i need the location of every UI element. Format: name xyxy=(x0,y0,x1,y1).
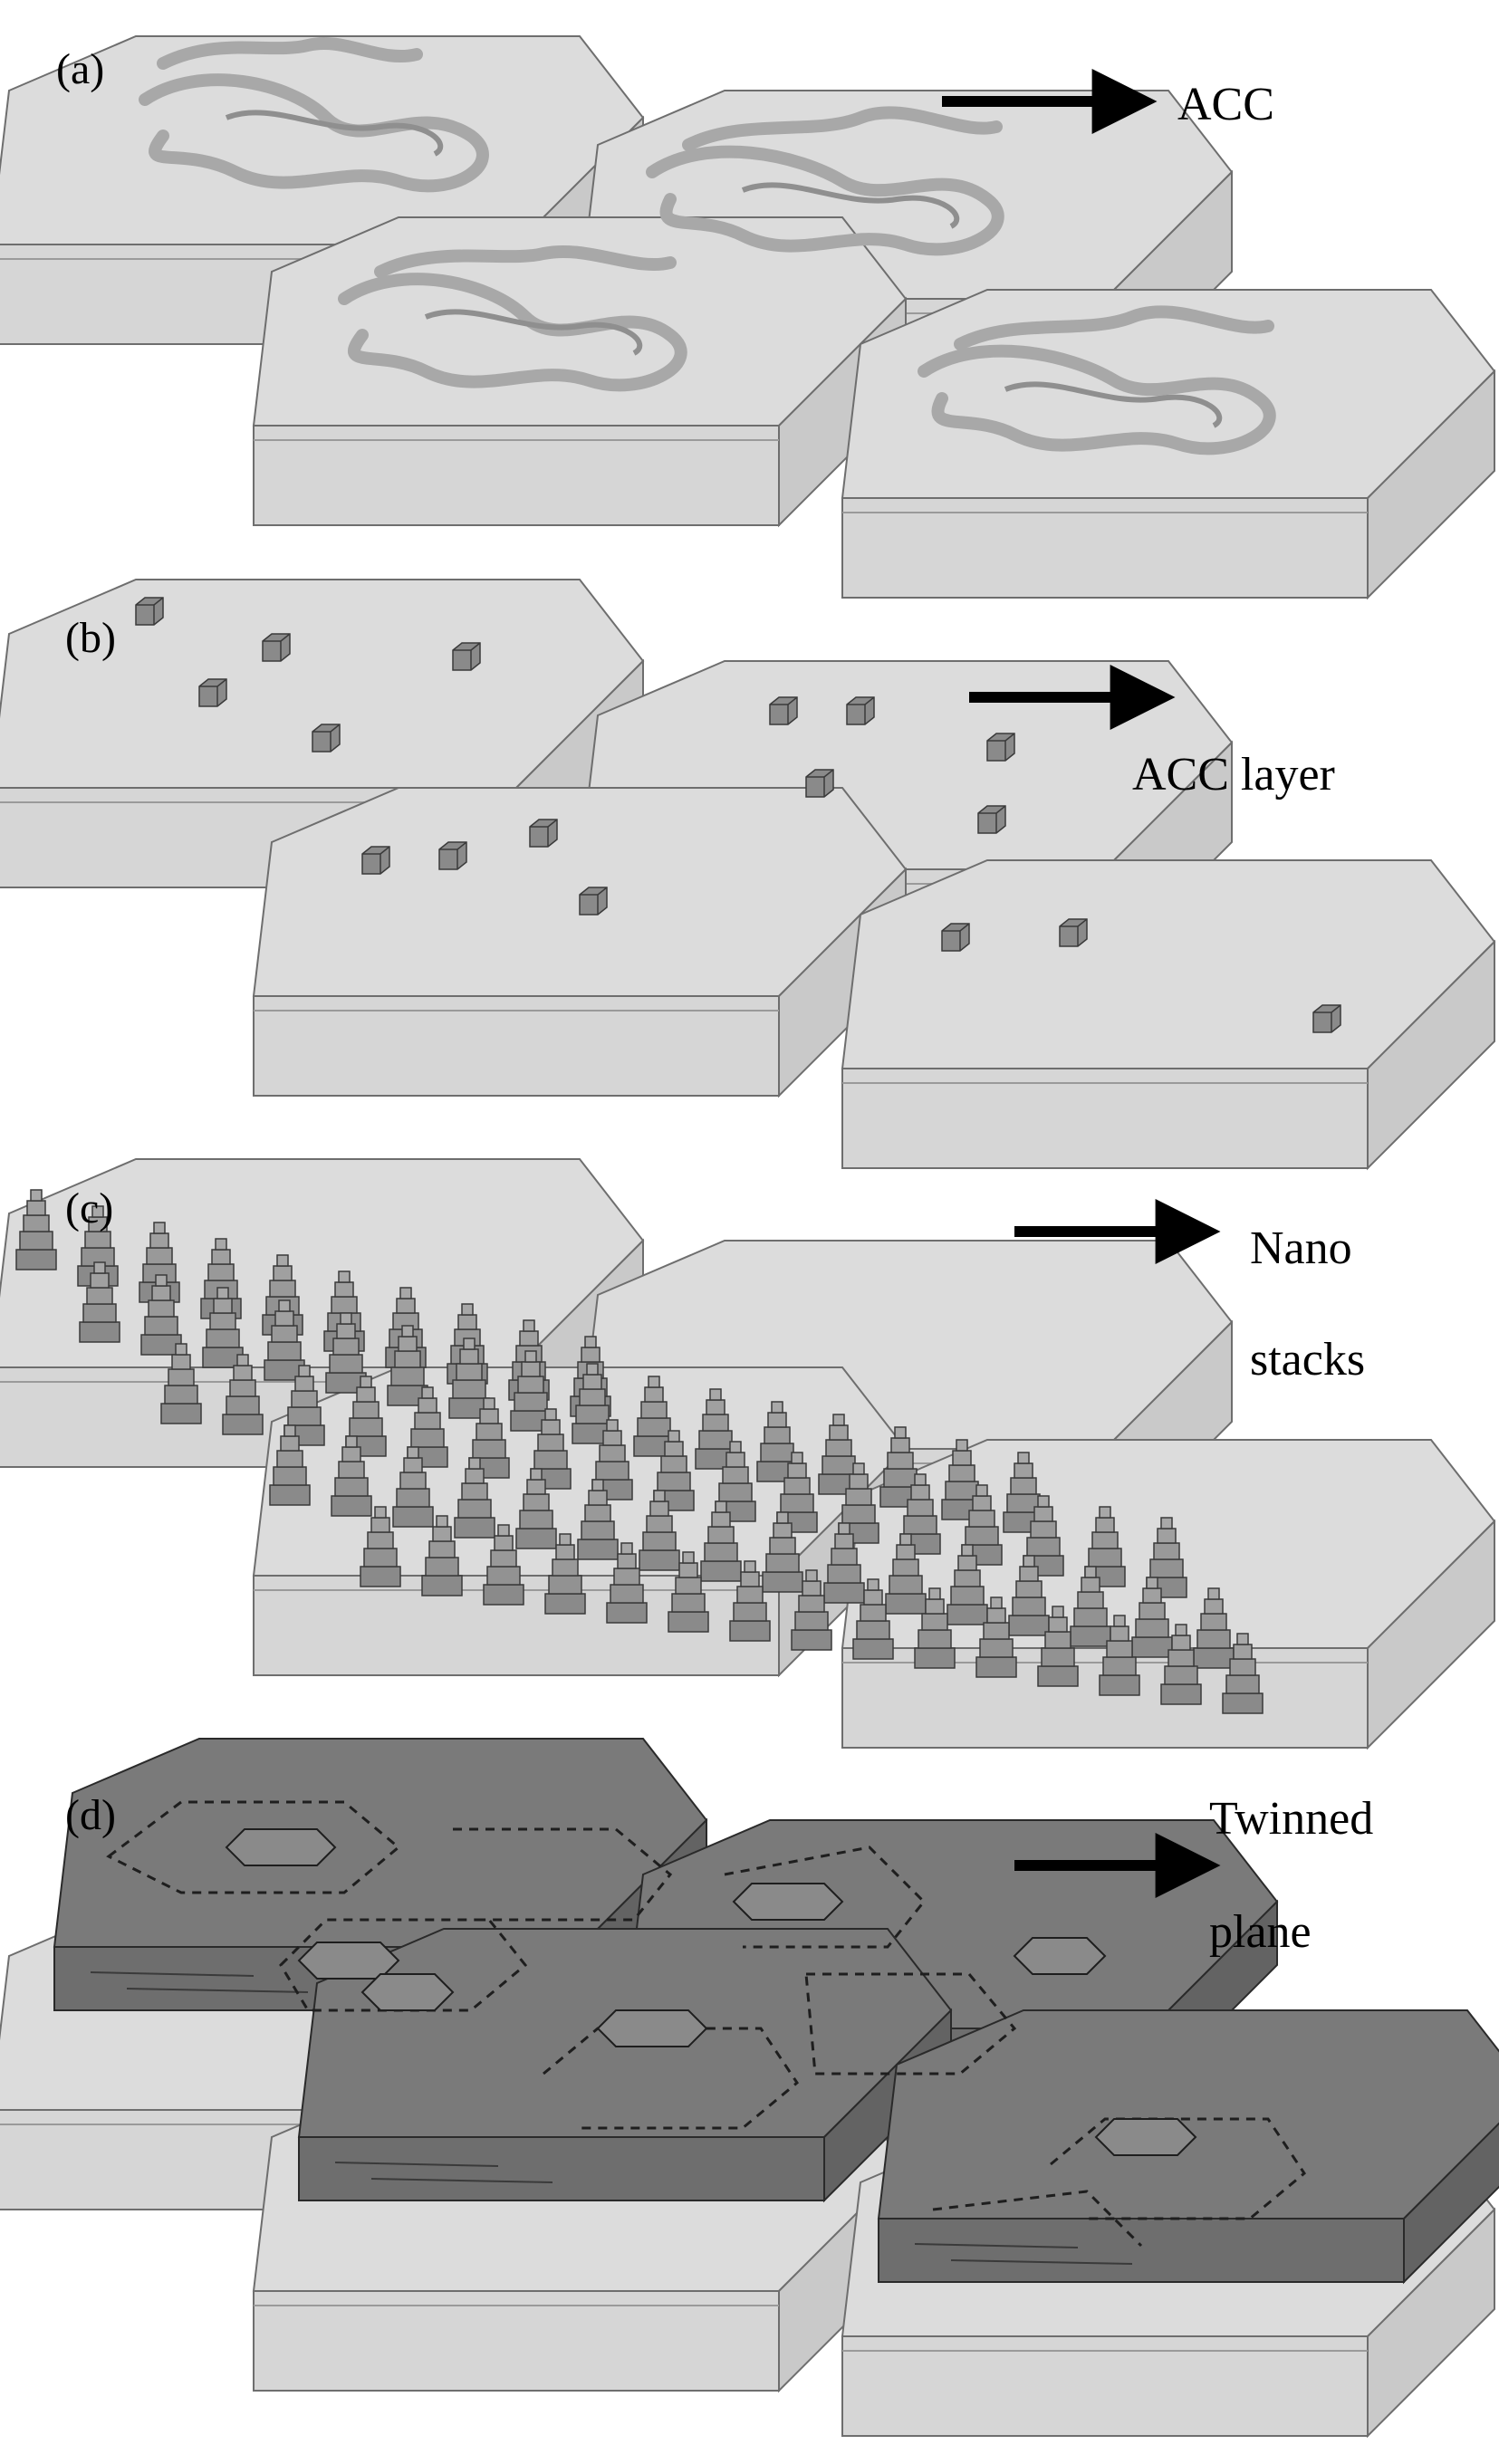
panel-a: (a) ACC xyxy=(0,35,1495,599)
panel-c-label: (c) xyxy=(65,1184,113,1232)
panel-a-annotation: ACC xyxy=(1177,79,1274,130)
twinned-plates xyxy=(225,1828,1197,2156)
panel-b-label: (b) xyxy=(65,614,116,662)
panel-b-annotation: ACC layer xyxy=(1132,749,1335,801)
panel-b: (b) ACC layer xyxy=(0,579,1495,1169)
panel-c-annotation-line-2: stacks xyxy=(1250,1334,1365,1385)
panel-c: (c) Nano stacks xyxy=(0,1158,1495,1749)
panel-a-label: (a) xyxy=(56,45,104,93)
acc-squiggles xyxy=(139,36,1276,455)
panel-d: (d) Twinned plane xyxy=(0,1738,1499,2437)
panel-d-annotation-line-2: plane xyxy=(1209,1906,1312,1958)
panel-c-annotation-line-1: Nano xyxy=(1250,1222,1352,1274)
panel-d-label: (d) xyxy=(65,1791,116,1839)
panel-d-annotation-line-1: Twinned xyxy=(1209,1793,1373,1845)
twin-boundaries xyxy=(106,1800,1306,2248)
